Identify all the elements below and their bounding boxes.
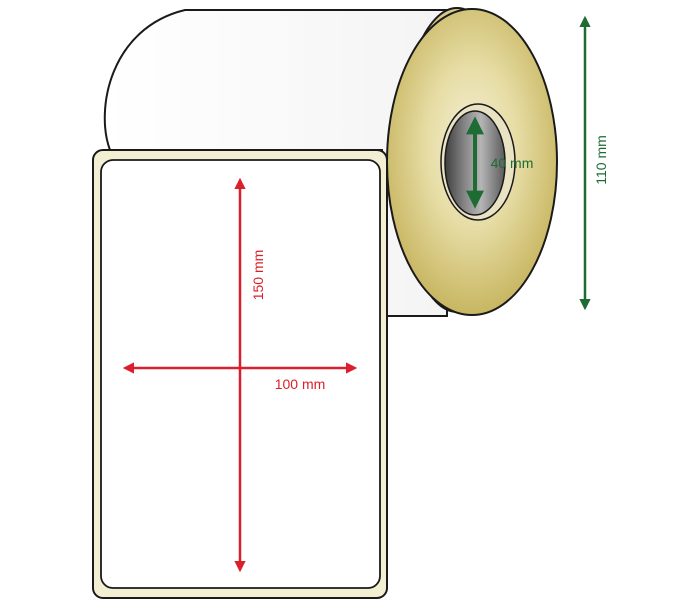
roll-diameter-text: 110 mm [593, 135, 609, 185]
label-width-text: 100 mm [275, 376, 326, 392]
label-height-text: 150 mm [250, 250, 266, 301]
core-diameter-text: 40 mm [491, 155, 534, 171]
